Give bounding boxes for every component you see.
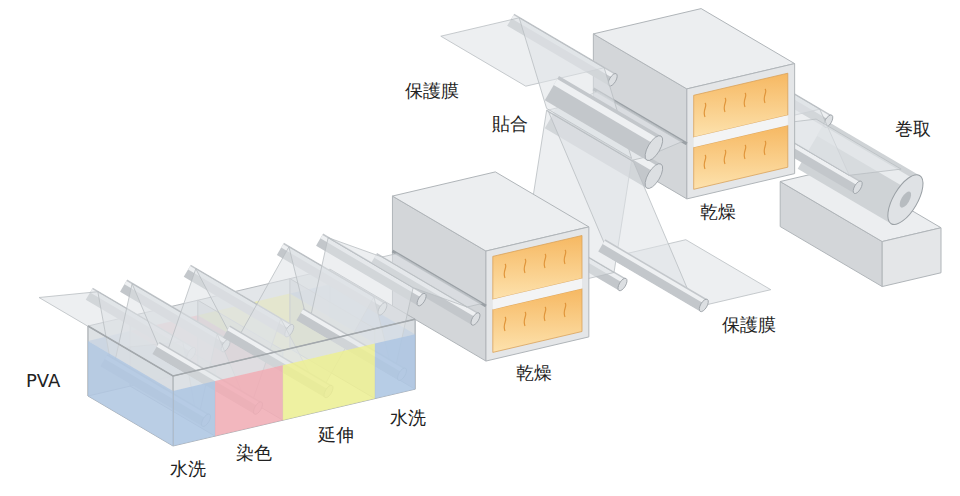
nip-roller (642, 133, 667, 163)
part-label: 保護膜 (722, 314, 776, 336)
roller (851, 180, 864, 195)
dryer-box (486, 227, 589, 361)
part-label: 貼合 (492, 113, 528, 135)
roller (469, 311, 482, 326)
wash-bath (375, 334, 415, 398)
film-slot (493, 279, 582, 310)
part-label: 乾燥 (516, 362, 552, 384)
winder-base (882, 228, 941, 287)
tank-wall (88, 326, 173, 446)
part-label: 保護膜 (405, 80, 459, 102)
nip-roller (642, 161, 667, 191)
nip-roller (555, 82, 657, 142)
film-slot (694, 115, 788, 147)
stretch-bath (283, 344, 375, 421)
heater-coil (704, 89, 766, 169)
winder-drum (881, 169, 930, 229)
part-label: 染色 (236, 442, 272, 464)
part-label: 巻取 (895, 118, 931, 140)
tank-rim (88, 319, 415, 376)
dryer-box (687, 64, 795, 199)
part-label: PVA (26, 370, 60, 392)
wash-bath (88, 341, 173, 446)
part-label: 水洗 (170, 458, 206, 480)
tank-wall (173, 319, 415, 446)
roller (697, 298, 710, 313)
dye-bath (215, 365, 283, 436)
roller (602, 245, 704, 305)
roller (616, 277, 629, 292)
part-label: 水洗 (390, 407, 426, 429)
roller (604, 242, 706, 302)
part-label: 乾燥 (700, 201, 736, 223)
nip-roller (552, 88, 654, 148)
wash-bath (173, 381, 215, 446)
winder-drum (897, 190, 913, 210)
pva-film (328, 238, 467, 307)
heater-coil (504, 250, 566, 331)
roller (415, 292, 428, 307)
part-label: 延伸 (318, 424, 354, 446)
